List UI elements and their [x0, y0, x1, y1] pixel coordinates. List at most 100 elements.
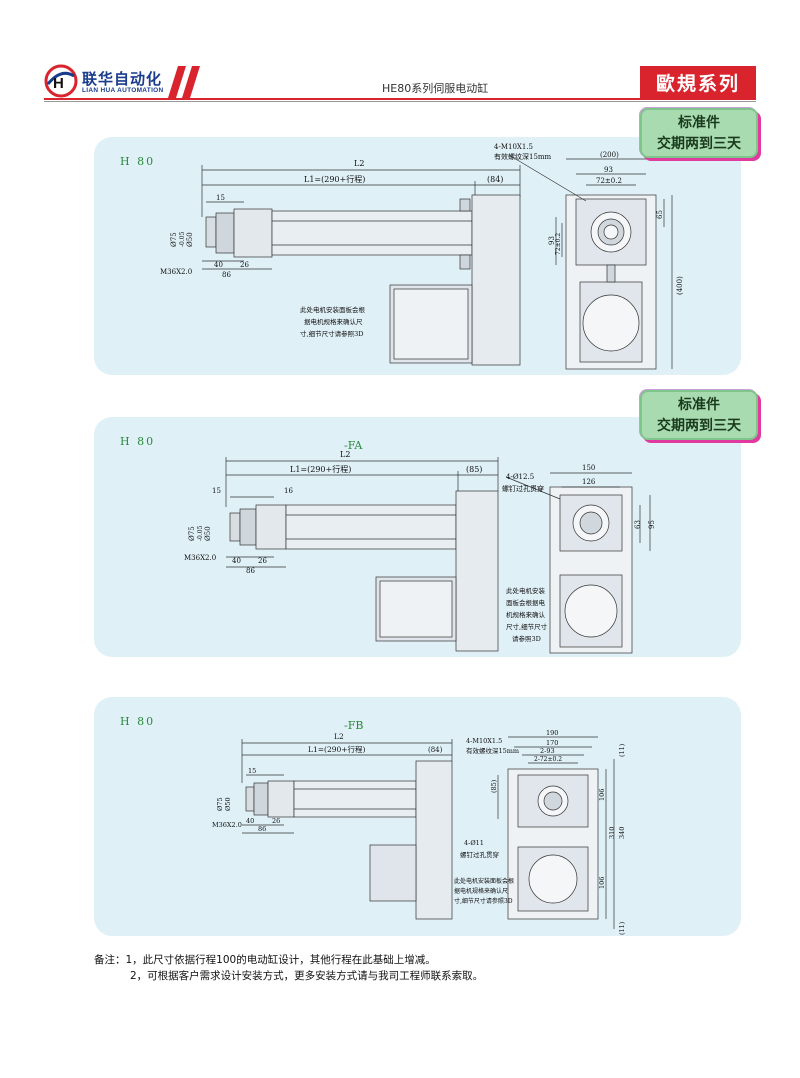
motor-note-line3: 机规格来确认: [506, 610, 546, 619]
footnote-2: 2，可根据客户需求设计安装方式，更多安装方式请与我司工程师联系索取。: [130, 970, 484, 982]
badge-title: 标准件: [678, 397, 720, 413]
dim-15: 15: [212, 487, 221, 495]
dim-phi75: Ø75: [188, 526, 196, 541]
model-suffix: -FA: [344, 439, 363, 452]
header-divider: [44, 98, 756, 100]
dim-l2: L2: [334, 732, 344, 741]
dim-86: 86: [222, 271, 231, 279]
motor-note-line1: 此处电机安装面板会根: [300, 305, 366, 314]
dim-26: 26: [272, 817, 280, 825]
dim-15: 15: [248, 767, 256, 775]
dim-86: 86: [246, 567, 255, 575]
dim-l1: L1=(290+行程): [290, 464, 351, 474]
dim-phi75: Ø75: [216, 797, 224, 811]
badge-subtitle: 交期两到三天: [657, 136, 741, 152]
model-label: H 80: [120, 715, 156, 728]
dim-thread: M36X2.0: [212, 821, 242, 829]
dim-310: 310: [608, 827, 616, 839]
dim-phi50: Ø50: [186, 232, 194, 247]
series-banner: 歐規系列: [640, 66, 756, 98]
document-title: HE80系列伺服电动缸: [382, 82, 489, 95]
drawing-panel-h80-fb: H 80 -FB: [94, 697, 741, 936]
dim-84: (84): [428, 746, 443, 754]
standard-part-badge-1: 标准件 交期两到三天: [640, 108, 758, 158]
badge-subtitle: 交期两到三天: [657, 418, 741, 434]
dim-2-93: 2-93: [540, 747, 555, 755]
dim-150: 150: [582, 464, 595, 472]
dim-170: 170: [546, 739, 558, 747]
page-header: H 联华自动化 LIAN HUA AUTOMATION HE80系列伺服电动缸 …: [0, 0, 800, 110]
motor-note-line5: 请参照3D: [512, 634, 541, 643]
brand-logo-icon: H: [44, 64, 78, 98]
dim-thread: M36X2.0: [184, 554, 216, 562]
dim-l2: L2: [340, 450, 350, 459]
header-divider-thin: [44, 101, 756, 102]
series-label: 歐規系列: [655, 73, 740, 95]
dim-phi75-tol: -0.05: [179, 231, 186, 247]
dim-85: (85): [466, 465, 482, 474]
model-label: H 80: [120, 155, 156, 168]
dim-bolt: 4-M10X1.5: [466, 737, 502, 745]
dim-16: 16: [284, 487, 293, 495]
drawing-panel-h80-fa: H 80 -FA: [94, 417, 741, 657]
dim-hole-note: 螺钉过孔贯穿: [502, 484, 544, 493]
dim-hole: 4-Ø12.5: [506, 473, 534, 481]
dim-72-vertical: 72±0.2: [555, 233, 562, 255]
motor-note-line4: 尺寸,细节尺寸: [506, 622, 548, 631]
footnotes: 备注：1，此尺寸依据行程100的电动缸设计，其他行程在此基础上增减。 2，可根据…: [94, 952, 483, 984]
motor-note-line3: 寸,细节尺寸请参照3D: [454, 897, 513, 905]
dim-95: 95: [648, 520, 656, 529]
dim-phi75-tol: -0.05: [197, 525, 204, 541]
dim-40: 40: [246, 817, 254, 825]
drawing-panel-h80: H 80: [94, 137, 741, 375]
dim-84: (84): [487, 175, 503, 184]
dim-bolt-depth: 有效螺纹深15mm: [466, 746, 519, 755]
dim-65: 65: [656, 210, 664, 219]
svg-text:H: H: [53, 75, 64, 92]
dim-190: 190: [546, 729, 558, 737]
dim-11-bottom: (11): [618, 921, 626, 935]
dim-l1: L1=(290+行程): [304, 174, 365, 184]
dim-93: 93: [604, 166, 613, 174]
dim-40: 40: [232, 557, 241, 565]
motor-note-line2: 据电机规格来确认尺: [454, 887, 508, 895]
brand-name-en: LIAN HUA AUTOMATION: [82, 87, 164, 94]
standard-part-badge-2: 标准件 交期两到三天: [640, 390, 758, 440]
dim-400: (400): [676, 276, 684, 295]
badge-title: 标准件: [678, 115, 720, 131]
dim-106-top: 106: [598, 789, 606, 801]
footnote-1: 备注：1，此尺寸依据行程100的电动缸设计，其他行程在此基础上增减。: [94, 954, 436, 966]
dim-phi50: Ø50: [224, 797, 232, 811]
dim-85: (85): [490, 779, 498, 793]
dim-200: (200): [600, 151, 619, 159]
dim-phi50: Ø50: [204, 526, 212, 541]
badge-background: [640, 390, 758, 440]
dim-26: 26: [258, 557, 267, 565]
dim-bolt-depth: 有效螺纹深15mm: [494, 152, 552, 161]
dim-126: 126: [582, 478, 596, 486]
dim-bolt: 4-M10X1.5: [494, 143, 533, 151]
dim-l1: L1=(290+行程): [308, 744, 366, 754]
brand-name-cn: 联华自动化: [82, 70, 163, 88]
technical-drawing-h80-fa: L2 L1=(290+行程) (85) 15 16 40 26 86 M36X2…: [184, 450, 656, 654]
dim-93-vertical: 93: [548, 236, 556, 245]
dim-340: 340: [618, 827, 626, 839]
dim-40: 40: [214, 261, 223, 269]
dim-15: 15: [216, 194, 225, 202]
dim-hole-note: 螺钉过孔贯穿: [460, 850, 499, 859]
dim-l2: L2: [354, 159, 364, 168]
dim-hole: 4-Ø11: [464, 839, 484, 847]
header-slash-decoration: [168, 66, 200, 98]
technical-drawing-h80-fb: L2 L1=(290+行程) (84) 15 40 26 86 M36X2.0 …: [212, 729, 626, 935]
dim-2-72: 2-72±0.2: [534, 756, 562, 763]
motor-note-line3: 寸,细节尺寸请参照3D: [300, 329, 363, 338]
dim-63: 63: [634, 520, 642, 529]
badge-background: [640, 108, 758, 158]
dim-106-bottom: 106: [598, 877, 606, 889]
motor-note-line2: 据电机规格来确认尺: [304, 317, 363, 326]
dim-26: 26: [240, 261, 249, 269]
dim-thread: M36X2.0: [160, 268, 192, 276]
dim-72: 72±0.2: [596, 177, 622, 185]
dim-86: 86: [258, 825, 266, 833]
dim-phi75: Ø75: [170, 232, 178, 247]
